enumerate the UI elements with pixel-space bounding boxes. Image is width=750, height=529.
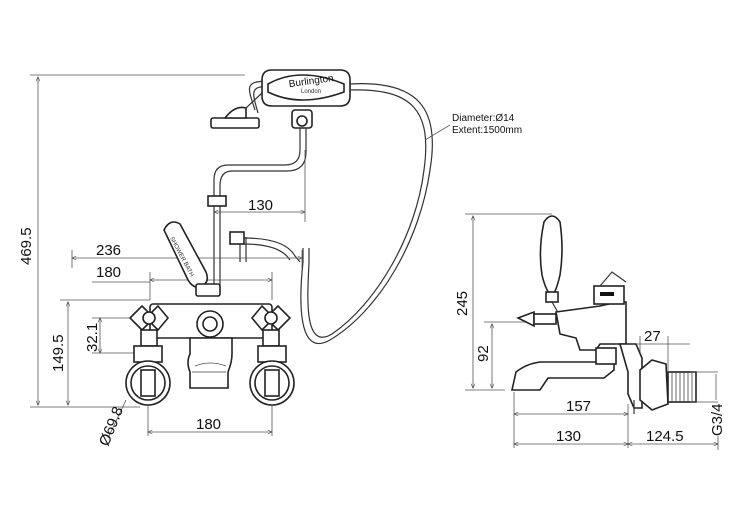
dim-thread: G3/4 (709, 403, 726, 436)
dim-180-bottom: 180 (196, 416, 221, 433)
dim-92: 92 (475, 345, 492, 362)
dim-27: 27 (644, 328, 661, 345)
dim-157: 157 (566, 398, 591, 415)
hose-diameter-note: Diameter:Ø14 (452, 113, 515, 124)
dim-149-5: 149.5 (50, 334, 67, 372)
dim-236: 236 (96, 242, 121, 259)
dim-245: 245 (454, 291, 471, 316)
right-cross-handle (250, 304, 292, 347)
front-view: 469.5 Burlington London 130 (18, 69, 522, 448)
right-flange (249, 345, 295, 406)
side-view: 245 92 27 G3/4 (454, 213, 726, 450)
dim-130-side: 130 (556, 428, 581, 445)
handset-group: Burlington London (210, 69, 351, 129)
left-cross-handle (128, 304, 170, 347)
dim-130-front: 130 (248, 197, 273, 214)
brand-sub: London (301, 89, 321, 95)
dim-124-5: 124.5 (646, 428, 684, 445)
dim-flange-diameter: Ø69.8 (96, 404, 127, 448)
dim-height-total: 469.5 (18, 227, 35, 265)
dim-180-top: 180 (96, 264, 121, 281)
dim-32-1: 32.1 (84, 323, 101, 352)
hose-extent-note: Extent:1500mm (452, 125, 522, 136)
diverter-lever: SHOWER BATH (163, 221, 221, 297)
left-flange (125, 345, 171, 406)
